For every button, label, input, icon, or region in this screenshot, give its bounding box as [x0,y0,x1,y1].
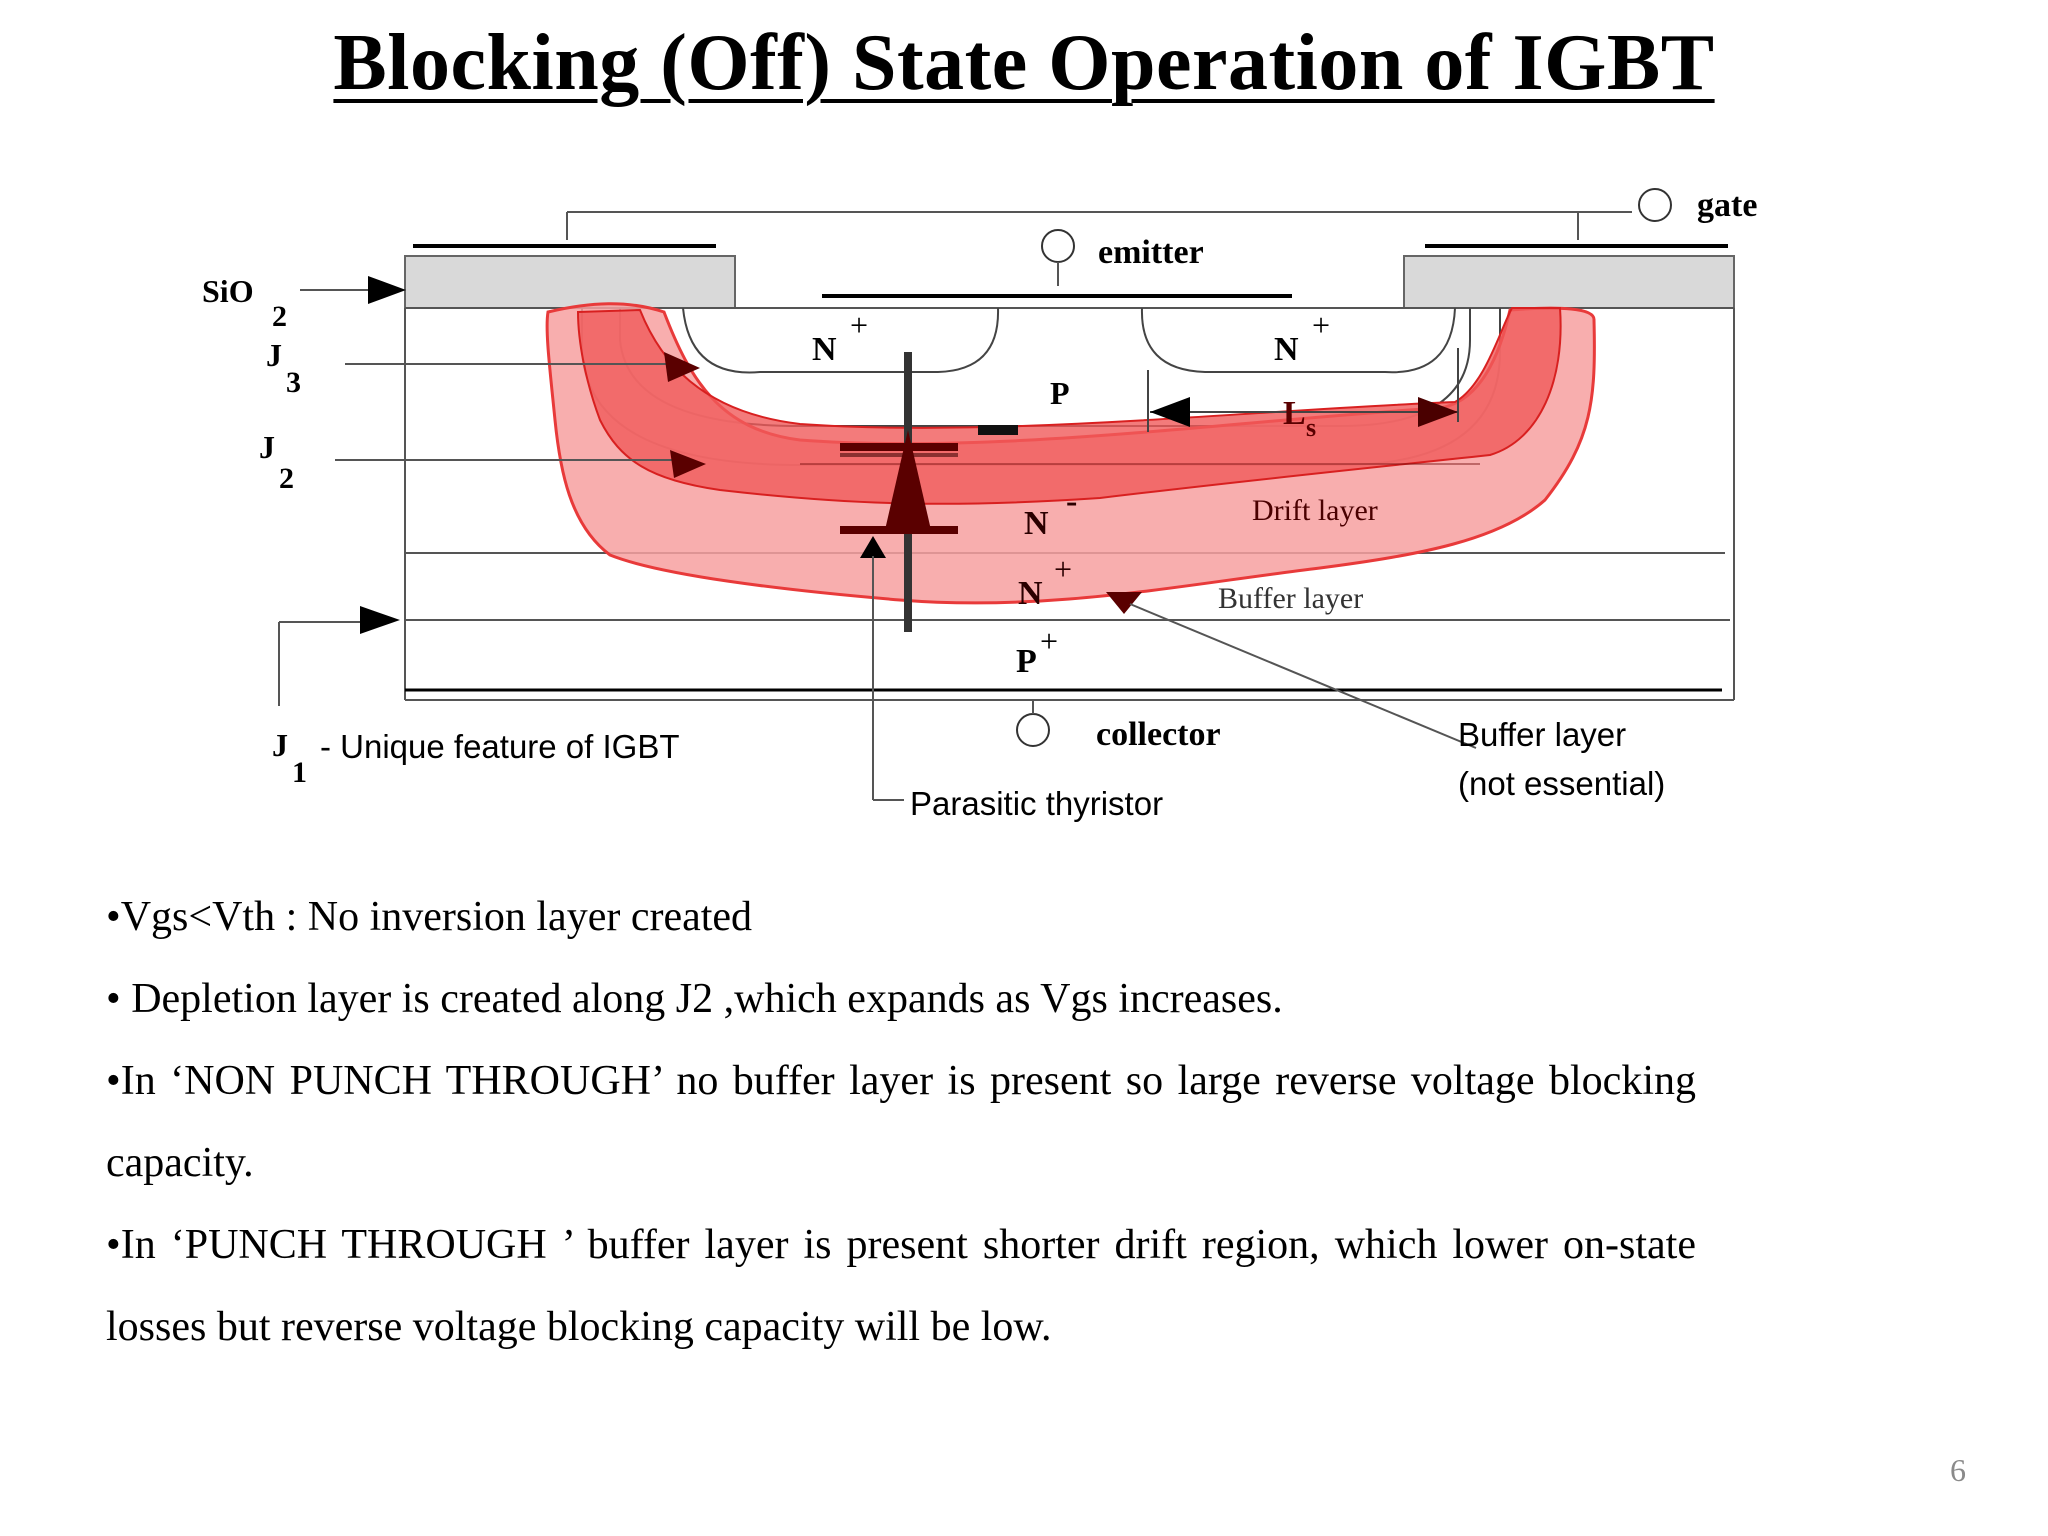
bullet-non-punch-through: •In ‘NON PUNCH THROUGH’ no buffer layer … [106,1058,1696,1186]
parasitic-thyristor-symbol [840,352,1018,632]
oxide-block-left [404,255,736,309]
j1-main: J [272,727,288,763]
bullet-vgs-vth: •Vgs<Vth : No inversion layer created [106,894,753,940]
collector-label: collector [1096,716,1221,753]
j2-label: J 2 [259,429,294,495]
n-minus-label: N - [1024,483,1077,542]
p-body-label: P [1050,375,1070,411]
j2-sub: 2 [279,462,294,495]
gate-terminal-icon [1638,188,1672,222]
j3-label: J 3 [266,337,301,399]
gate-wiring [566,211,1632,240]
slide-title: Blocking (Off) State Operation of IGBT [333,19,1715,107]
drift-layer-label: Drift layer [1252,494,1378,527]
ls-arrow-left-icon [1150,397,1190,427]
sio2-sub: 2 [272,300,287,333]
n-plus-right-label: N + [1274,307,1330,368]
emitter-label: emitter [1098,234,1204,271]
bullet-depletion-layer: • Depletion layer is created along J2 ,w… [106,976,1283,1022]
buffer-layer-inner-label: Buffer layer [1218,582,1363,615]
sio2-label: SiO 2 [202,273,287,333]
p-plus-label: P + [1016,623,1058,680]
buffer-layer-arrowhead-icon [1106,592,1142,614]
gate-label: gate [1697,187,1757,224]
collector-terminal-icon [1016,713,1050,747]
j3-arrowhead-icon [664,352,700,382]
parasitic-thyristor-label: Parasitic thyristor [910,785,1163,822]
j3-main: J [266,337,282,373]
n-plus-buffer-label: N + [1018,551,1072,612]
page-number: 6 [1950,1452,1966,1488]
ls-label: L s [1283,395,1316,442]
j3-sub: 3 [286,366,301,399]
depletion-region-core [576,307,1562,505]
j1-caption: - Unique feature of IGBT [320,728,680,765]
emitter-terminal-icon [1041,229,1075,263]
bullet-list: •Vgs<Vth : No inversion layer created • … [106,876,1696,1368]
sio2-main: SiO [202,273,254,309]
buffer-layer-note-line2: (not essential) [1458,765,1665,802]
n-plus-well-right [1140,307,1456,374]
j1-sub: 1 [292,756,307,789]
j2-main: J [259,429,275,465]
buffer-layer-callout-line [1129,603,1477,749]
thyristor-gate-arrow-icon [860,536,886,558]
n-plus-left-label: N + [812,307,868,368]
j1-label: J 1 [272,727,307,789]
n-plus-well-left [682,307,1000,374]
bullet-punch-through: •In ‘PUNCH THROUGH ’ buffer layer is pre… [106,1222,1696,1350]
buffer-layer-note-line1: Buffer layer [1458,716,1626,753]
ls-arrow-right-icon [1418,397,1458,427]
j1-arrowhead-icon [360,606,400,634]
sio2-arrowhead-icon [368,276,406,304]
j2-arrowhead-icon [670,450,706,478]
oxide-block-right [1403,255,1735,309]
